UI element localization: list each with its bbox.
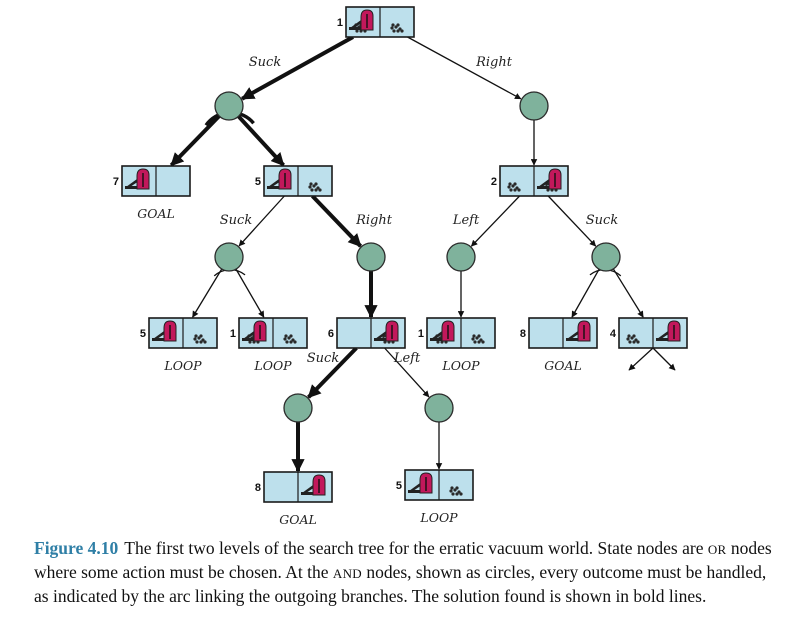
dirt-icon-left	[626, 334, 640, 344]
state-number: 5	[140, 328, 146, 340]
edge-suck-to-s5	[237, 114, 285, 167]
and-node-a-left-s6	[424, 393, 454, 423]
edge-root-suck	[240, 35, 355, 101]
dirt-icon-right	[390, 23, 404, 33]
state-number: 8	[520, 328, 526, 340]
dirt-icon-right	[449, 486, 463, 496]
edge-suck-to-s8	[571, 268, 600, 318]
action-label-s2-left: Left	[452, 213, 480, 228]
vacuum-icon	[152, 320, 177, 342]
edge-s5-right	[310, 194, 363, 248]
state-number: 1	[418, 328, 424, 340]
state-number: 6	[328, 328, 334, 340]
edge-suck-to-s1a	[235, 268, 265, 318]
dirt-icon-right	[308, 182, 322, 192]
action-label-s5-suck: Suck	[220, 213, 253, 228]
vacuum-icon	[349, 9, 374, 31]
and-node-a-suck-s5	[214, 242, 244, 272]
vacuum-icon	[125, 168, 150, 190]
and-node-a-suck-s2	[591, 242, 621, 272]
state-number: 1	[337, 17, 343, 29]
edge-s4-continue-1	[628, 347, 654, 371]
and-node-a-right-s5	[356, 242, 386, 272]
edge-s6-suck	[307, 346, 358, 399]
state-node-s2: 2	[491, 165, 569, 197]
edge-suck-to-s5a	[192, 268, 223, 318]
state-number: 8	[255, 482, 261, 494]
vacuum-icon	[656, 320, 681, 342]
dirt-icon-left	[507, 182, 521, 192]
dirt-icon-right	[193, 334, 207, 344]
tree-edges	[169, 35, 676, 473]
state-number: 5	[255, 176, 261, 188]
state-node-s6: 6	[328, 317, 406, 349]
caption-or: OR	[707, 542, 727, 557]
action-label-s6-suck: Suck	[307, 351, 340, 366]
vacuum-icon	[566, 320, 591, 342]
vacuum-icon	[408, 472, 433, 494]
edge-s2-left	[470, 195, 521, 247]
caption-text-2: nodes where some action must be chosen. …	[34, 538, 772, 582]
action-label-s2-suck: Suck	[586, 213, 619, 228]
state-tag-loop: LOOP	[441, 358, 480, 373]
and-node-a-suck-root	[214, 91, 244, 121]
state-tag-goal: GOAL	[279, 512, 317, 527]
state-tag-loop: LOOP	[163, 358, 202, 373]
state-tag-loop: LOOP	[419, 510, 458, 525]
state-number: 4	[610, 328, 617, 340]
caption-text-3: nodes, shown as circles, every outcome m…	[34, 562, 767, 606]
edge-s6-left	[384, 347, 430, 398]
and-node-a-suck-s6	[283, 393, 313, 423]
state-number: 2	[491, 176, 497, 188]
state-node-s5: 5	[255, 165, 333, 197]
dirt-icon-right	[471, 334, 485, 344]
state-node-s4: 4	[610, 317, 688, 349]
vacuum-icon	[301, 474, 326, 496]
vacuum-icon	[267, 168, 292, 190]
caption-text-1: The first two levels of the search tree …	[124, 538, 708, 558]
and-node-a-left-s2	[446, 242, 476, 272]
action-label-root-suck: Suck	[249, 55, 282, 70]
state-number: 5	[396, 480, 402, 492]
state-number: 7	[113, 176, 119, 188]
vacuum-icon	[430, 320, 455, 342]
caption-and: AND	[332, 566, 362, 581]
action-label-s6-left: Left	[393, 351, 421, 366]
action-label-root-right: Right	[475, 55, 513, 70]
edge-suck-to-s4	[612, 268, 644, 318]
state-tag-loop: LOOP	[253, 358, 292, 373]
edge-s2-suck	[547, 195, 597, 247]
edge-s5-suck	[238, 195, 285, 247]
edge-s4-continue-2	[652, 347, 676, 371]
vacuum-icon	[537, 168, 562, 190]
and-node-a-right-root	[519, 91, 549, 121]
edge-suck-to-s7	[169, 114, 221, 167]
action-label-s5-right: Right	[355, 213, 393, 228]
dirt-icon-right	[283, 334, 297, 344]
state-tag-goal: GOAL	[137, 206, 175, 221]
vacuum-icon	[242, 320, 267, 342]
edge-root-right	[407, 36, 522, 100]
vacuum-icon	[374, 320, 399, 342]
and-nodes	[214, 91, 621, 423]
figure-number: Figure 4.10	[34, 538, 119, 558]
state-tag-goal: GOAL	[544, 358, 582, 373]
state-node-root: 1	[337, 6, 415, 38]
state-number: 1	[230, 328, 236, 340]
